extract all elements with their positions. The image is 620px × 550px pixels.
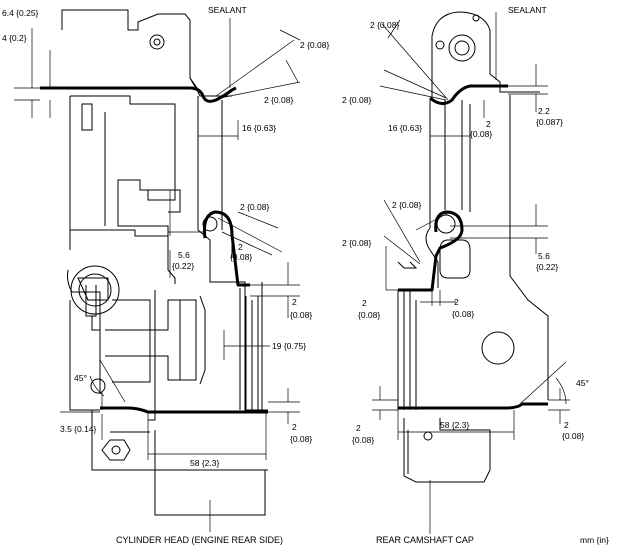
camshaft-cap-dimension-lines [372, 12, 570, 534]
cap-dim-label-5-6-line1: 5.6 [538, 251, 550, 261]
dim-label-2-top-a: 2 {0.08} [300, 40, 329, 50]
cap-dim-label-2-br-line2: {0.08} [562, 431, 584, 441]
cap-dim-label-2-br-line1: 2 [564, 420, 569, 430]
dim-label-6-4: 6.4 {0.25} [2, 8, 39, 18]
cylinder-head-sealant-label: SEALANT [208, 5, 247, 15]
dim-label-2-right-line1: 2 [292, 297, 297, 307]
dim-label-19: 19 {0.75} [272, 341, 306, 351]
dim-label-2-bottom-line2: {0.08} [290, 434, 312, 444]
rear-camshaft-cap-view: SEALANT 2 {0.08} 2 {0.08} 2.2 {0.087} 16… [342, 5, 589, 545]
cap-dim-label-2-top-c-line2: {0.08} [470, 129, 492, 139]
sealant-bead-cylinder-head-mid [203, 210, 250, 287]
cap-dim-label-2-left-line2: {0.08} [358, 310, 380, 320]
cylinder-head-view: SEALANT 6.4 {0.25} 4 {0.2} 2 {0.08} 2 {0… [2, 5, 329, 545]
camshaft-cap-outline [397, 11, 549, 483]
cap-dim-label-2-left-line1: 2 [362, 298, 367, 308]
cylinder-head-dimension-lines [14, 18, 301, 532]
dim-label-2-mid-a: 2 {0.08} [240, 202, 269, 212]
sealant-bead-camshaft-cap-bottom [398, 402, 548, 410]
camshaft-cap-caption: REAR CAMSHAFT CAP [376, 535, 474, 545]
cap-dim-label-2-mid-b: 2 {0.08} [342, 238, 371, 248]
dim-label-3-5: 3.5 {0.14} [60, 424, 97, 434]
cap-dim-label-2-center-line1: 2 [454, 297, 459, 307]
cap-dim-label-2-top-c-line1: 2 [486, 119, 491, 129]
dim-label-4: 4 {0.2} [2, 33, 27, 43]
cap-dim-label-2-top-a: 2 {0.08} [370, 20, 399, 30]
dim-label-5-6-line1: 5.6 [178, 250, 190, 260]
dim-label-2-mid-b-line2: {0.08} [230, 252, 252, 262]
cap-dim-label-2-bl-line2: {0.08} [352, 435, 374, 445]
sealant-bead-camshaft-cap-mid [398, 210, 464, 292]
sealant-bead-cylinder-head [40, 86, 237, 103]
cap-dim-label-2-top-b: 2 {0.08} [342, 95, 371, 105]
dim-label-45-left: 45° [74, 373, 87, 383]
sealant-bead-camshaft-cap [429, 84, 508, 105]
dim-label-2-right-line2: {0.08} [290, 310, 312, 320]
cylinder-head-caption: CYLINDER HEAD (ENGINE REAR SIDE) [116, 535, 283, 545]
cap-dim-label-2-mid-a: 2 {0.08} [392, 200, 421, 210]
camshaft-cap-sealant-label: SEALANT [508, 5, 547, 15]
cap-dim-label-58: 58 {2.3} [440, 420, 469, 430]
dim-label-2-top-b: 2 {0.08} [264, 95, 293, 105]
dim-label-2-bottom-line1: 2 [292, 422, 297, 432]
cylinder-head-outline [61, 9, 268, 516]
cap-dim-label-45: 45° [576, 378, 589, 388]
cap-dim-label-16: 16 {0.63} [388, 123, 422, 133]
cap-dim-label-5-6-line2: {0.22} [536, 262, 558, 272]
cap-dim-label-2-2-line1: 2.2 [538, 106, 550, 116]
cap-dim-label-2-center-line2: {0.08} [452, 309, 474, 319]
dim-label-5-6-line2: {0.22} [172, 261, 194, 271]
dim-label-58: 58 {2.3} [190, 458, 219, 468]
cap-dim-label-2-bl-line1: 2 [356, 423, 361, 433]
cap-dim-label-2-2-line2: {0.087} [536, 117, 563, 127]
sealant-bead-cylinder-head-bottom [100, 406, 268, 414]
dim-label-16: 16 {0.63} [242, 123, 276, 133]
unit-label: mm {in} [580, 535, 609, 545]
dim-label-2-mid-b-line1: 2 [238, 242, 243, 252]
